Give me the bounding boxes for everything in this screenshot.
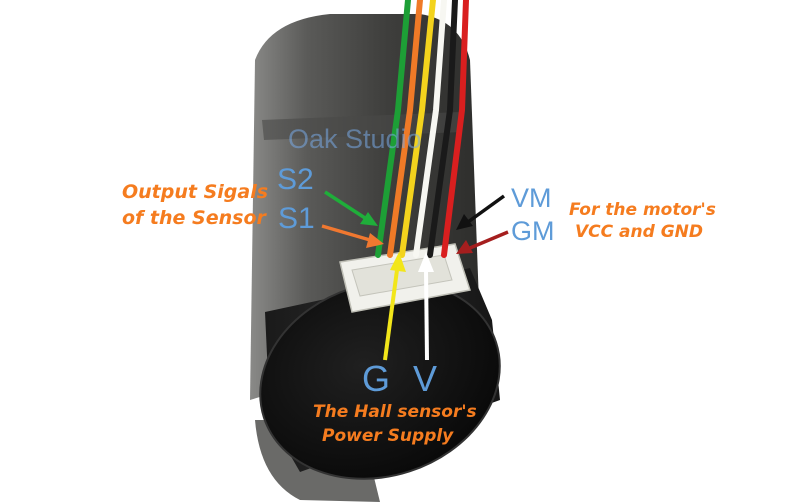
s1-arrow xyxy=(321,224,371,242)
motor-power-line1: For the motor's xyxy=(569,200,716,220)
vm-arrow xyxy=(466,194,506,224)
output-signals-line1: Output Sigals xyxy=(122,181,269,203)
red-wire xyxy=(441,0,469,258)
green-wire xyxy=(375,0,411,258)
v-label: V xyxy=(413,358,438,399)
v-arrow xyxy=(424,269,429,361)
s2-label: S2 xyxy=(277,163,314,196)
output-signals-line2: of the Sensor xyxy=(122,207,266,229)
yellow-wire xyxy=(399,0,436,258)
gm-arrow xyxy=(469,230,509,250)
vm-label: VM xyxy=(511,183,552,213)
hall-supply-line1: The Hall sensor's xyxy=(313,402,477,422)
annotation-arrows xyxy=(321,190,509,361)
gm-label: GM xyxy=(511,216,555,246)
white-wire xyxy=(413,0,447,258)
g-arrow xyxy=(383,269,399,361)
watermark-text: Oak Studio xyxy=(288,124,422,154)
g-label: G xyxy=(362,358,391,399)
black-wire xyxy=(427,0,458,258)
motor-power-line2: VCC and GND xyxy=(575,222,703,242)
encoder-cap xyxy=(259,268,501,480)
s2-arrow xyxy=(324,190,366,220)
hall-supply-line2: Power Supply xyxy=(322,426,454,446)
orange-wire xyxy=(387,0,423,258)
wires xyxy=(375,0,469,258)
s1-label: S1 xyxy=(278,202,315,235)
